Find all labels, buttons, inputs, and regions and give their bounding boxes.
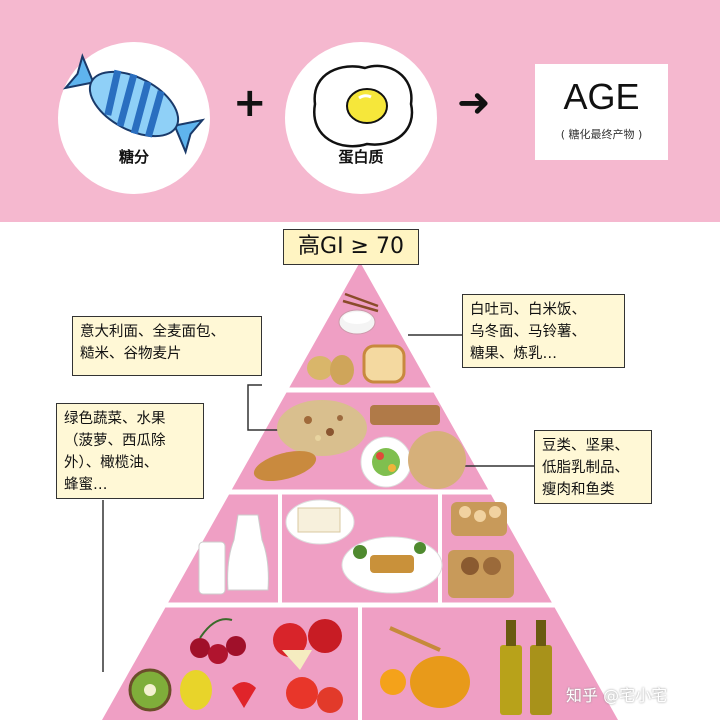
plus-sign: + <box>233 80 267 126</box>
milk-icon <box>198 514 269 595</box>
cereal-icon <box>277 400 367 456</box>
sugar-label: 糖分 <box>119 148 149 166</box>
olive-oil-icon <box>500 620 552 715</box>
note-low-gi-plants: 绿色蔬菜、水果 （菠萝、西瓜除 外）、橄榄油、 蜂蜜… <box>56 403 204 499</box>
baguette-icon <box>253 450 317 482</box>
high-gi-label: 高GI ≥ 70 <box>283 229 419 265</box>
pear-icon <box>180 670 212 710</box>
toast-icon <box>362 344 406 384</box>
tofu-icon <box>285 499 355 545</box>
wholewheat-bread-icon <box>370 405 440 425</box>
brown-rice-icon <box>408 431 466 489</box>
rice-bowl-icon <box>338 292 379 335</box>
protein-circle: 蛋白质 <box>285 42 437 194</box>
connector-mid-left <box>247 384 300 431</box>
age-title: AGE <box>563 76 640 117</box>
age-subtitle: ( 糖化最终产物 ) <box>560 128 643 141</box>
potato-icon <box>307 355 354 385</box>
watermark: 知乎 @宅小宅 <box>566 686 668 705</box>
note-low-gi-proteins: 豆类、坚果、 低脂乳制品、 瘦肉和鱼类 <box>534 430 652 504</box>
sugar-circle: 糖分 <box>58 42 210 194</box>
egg-icon: 蛋白质 <box>313 64 414 166</box>
arrow-icon: ➜ <box>457 80 491 126</box>
tomato-icon <box>286 677 343 713</box>
protein-label: 蛋白质 <box>338 148 383 166</box>
age-box: AGE ( 糖化最终产物 ) <box>535 64 668 160</box>
fish-dish-icon <box>341 536 443 594</box>
honey-icon <box>380 626 470 708</box>
cherries-icon <box>190 618 246 664</box>
walnut-icon <box>448 550 514 598</box>
apple-icon <box>273 619 342 670</box>
nuts-icon <box>451 502 507 536</box>
top-banner: 糖分 + 蛋白质 ➜ AGE ( 糖化最终产物 ) <box>0 0 720 222</box>
kiwi-icon <box>128 668 172 712</box>
strawberry-icon <box>232 682 256 708</box>
note-medium-gi-foods: 意大利面、全麦面包、 糙米、谷物麦片 <box>72 316 262 376</box>
note-high-gi-foods: 白吐司、白米饭、 乌冬面、马铃薯、 糖果、炼乳… <box>462 294 625 368</box>
salad-icon <box>360 436 412 488</box>
candy-icon: 糖分 <box>62 53 206 166</box>
